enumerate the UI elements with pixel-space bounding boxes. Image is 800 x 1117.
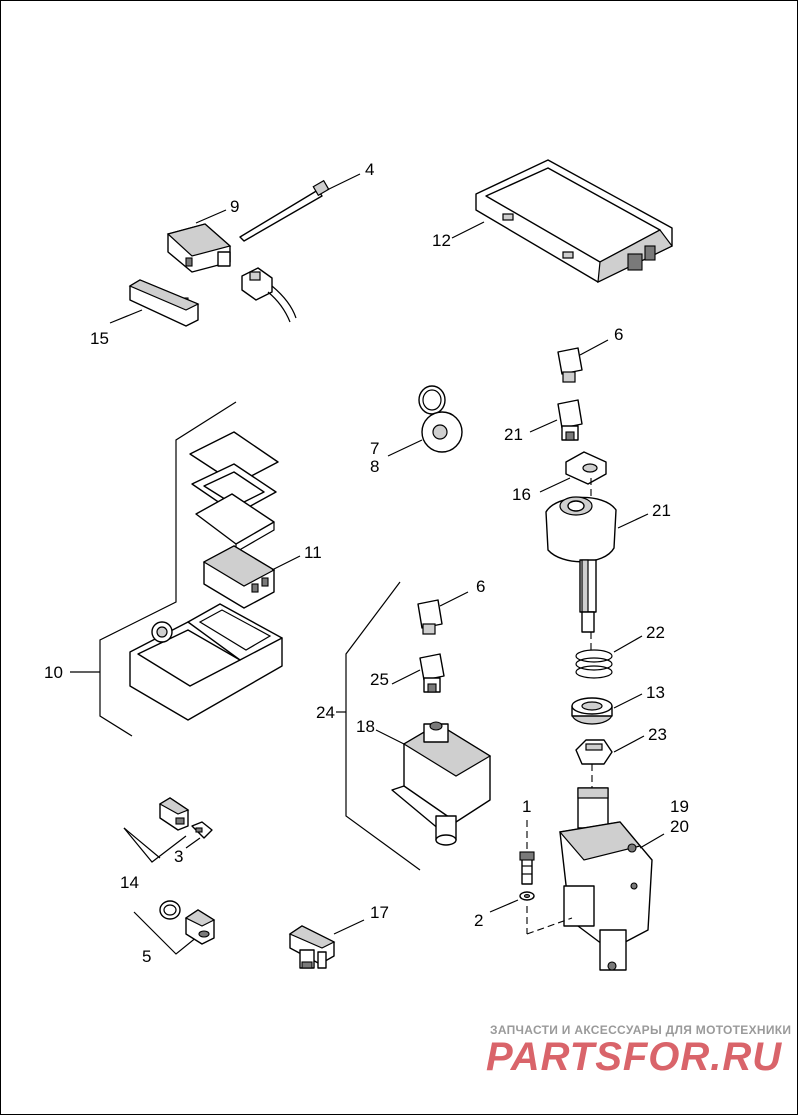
module-box-part [202, 545, 276, 609]
leader-11 [271, 555, 301, 571]
bracket-24 [345, 581, 421, 871]
key-tag-part [418, 385, 463, 453]
wire-connector-part [241, 267, 297, 323]
ring-part [571, 697, 613, 725]
leader-9 [195, 209, 227, 224]
leader-21-top [529, 419, 558, 433]
leader-17 [333, 919, 365, 935]
spring-part [575, 649, 613, 679]
callout-18: 18 [356, 717, 375, 736]
callout-2: 2 [474, 911, 483, 930]
callout-24: 24 [316, 703, 335, 722]
callout-13: 13 [646, 683, 665, 702]
leader-7-8 [387, 439, 423, 457]
lock-body-part [558, 787, 653, 971]
callout-17: 17 [370, 903, 389, 922]
callout-1: 1 [522, 797, 531, 816]
collar-part [575, 739, 613, 765]
ignition-housing-part [545, 496, 617, 633]
key-part-lower [417, 599, 443, 635]
callout-4: 4 [365, 160, 374, 179]
callout-10: 10 [44, 663, 63, 682]
leader-21-main [617, 513, 649, 529]
sensor-17-part [288, 925, 336, 969]
callout-25: 25 [370, 670, 389, 689]
callout-23: 23 [648, 725, 667, 744]
terminal-part [128, 279, 200, 327]
leader-23 [613, 735, 645, 753]
bracket-plate-part [565, 451, 607, 485]
axis-screw-join [526, 917, 573, 935]
leader-15 [109, 309, 143, 324]
callout-8: 8 [370, 457, 379, 476]
cable-tie-part [239, 179, 330, 242]
leader-25 [391, 669, 421, 685]
leader-6-lower [439, 591, 469, 607]
leader-3 [185, 837, 201, 849]
lock-housing-part [391, 721, 492, 846]
bracket-10 [99, 401, 237, 737]
leader-12 [451, 221, 485, 239]
callout-16: 16 [512, 485, 531, 504]
callout-21-top: 21 [504, 425, 523, 444]
leader-6-top [579, 339, 609, 356]
callout-6-top: 6 [614, 325, 623, 344]
callout-12: 12 [432, 231, 451, 250]
callout-15: 15 [90, 329, 109, 348]
callout-7: 7 [370, 439, 379, 458]
callout-19: 19 [670, 797, 689, 816]
leader-18 [375, 729, 405, 745]
leader-22 [613, 635, 643, 653]
callout-14: 14 [120, 873, 139, 892]
enclosure-tray-part [129, 603, 283, 721]
connector-block-part [166, 223, 232, 273]
watermark-tagline: ЗАПЧАСТИ И АКСЕССУАРЫ ДЛЯ МОТОТЕХНИКИ [490, 1023, 791, 1037]
leader-19-20 [639, 833, 665, 849]
callout-9: 9 [230, 197, 239, 216]
key-part-21 [557, 399, 583, 441]
screw-part [519, 851, 535, 885]
leader-13 [613, 693, 643, 709]
terminal-3-part [191, 821, 213, 839]
control-module-part [475, 159, 673, 284]
plug-part [184, 909, 216, 945]
key-part-25 [419, 653, 445, 693]
callout-22: 22 [646, 623, 665, 642]
washer-part [519, 891, 535, 901]
leader-4 [326, 173, 361, 191]
gasket-stack-part [189, 431, 279, 554]
callout-20: 20 [670, 817, 689, 836]
bracket-14 [123, 827, 187, 863]
watermark-logo: PARTSFOR.RU [486, 1035, 782, 1079]
callout-21-main: 21 [652, 501, 671, 520]
callout-11: 11 [304, 543, 322, 562]
leader-2 [489, 899, 519, 913]
key-part-top [557, 347, 583, 383]
callout-3: 3 [174, 847, 183, 866]
bracket-14-top [123, 827, 161, 859]
sensor-switch-part [158, 797, 190, 831]
leader-16 [539, 477, 571, 493]
o-ring-part [159, 900, 181, 920]
callout-5: 5 [142, 947, 151, 966]
callout-6-lower: 6 [476, 577, 485, 596]
